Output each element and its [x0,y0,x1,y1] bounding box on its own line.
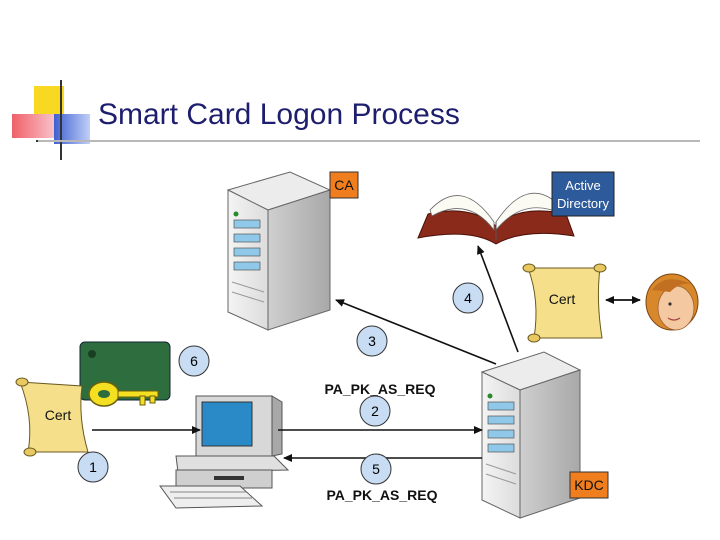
title-underline [38,140,700,142]
svg-text:KDC: KDC [574,477,604,493]
slide-title: Smart Card Logon Process [98,98,460,131]
title-deco-red-square [12,114,54,138]
svg-text:Directory: Directory [557,196,610,211]
svg-text:4: 4 [464,290,472,306]
svg-text:Cert: Cert [549,291,576,307]
client-computer-icon [159,395,290,509]
svg-text:Active: Active [565,178,600,193]
title-deco-yellow-square [34,86,64,116]
step-2-badge: 2 [359,395,391,427]
user-face-icon [645,273,699,331]
active-directory-label: Active Directory [551,171,615,217]
step-5-badge: 5 [360,453,392,485]
ca-server-icon [226,171,332,331]
step-1-badge: 1 [77,451,109,483]
cert-scroll-left-icon: Cert [15,377,89,457]
request-label-bottom: PA_PK_AS_REQ [326,487,437,503]
svg-text:2: 2 [371,403,379,419]
svg-text:3: 3 [368,333,376,349]
arrow-kdc-to-ca [335,299,497,365]
svg-text:CA: CA [334,177,354,193]
svg-text:1: 1 [89,459,97,475]
key-icon [88,381,159,407]
svg-text:Cert: Cert [45,407,72,423]
step-4-badge: 4 [452,282,484,314]
svg-text:5: 5 [372,461,380,477]
svg-text:6: 6 [190,353,198,369]
step-6-badge: 6 [178,345,210,377]
request-label-top: PA_PK_AS_REQ [324,381,435,397]
step-3-badge: 3 [356,325,388,357]
kdc-label: KDC [569,471,609,499]
title-deco-vertical-line [60,80,62,160]
active-directory-book-icon [417,192,575,245]
ca-label: CA [329,171,359,199]
cert-scroll-right-icon: Cert [522,263,607,343]
arrow-kdc-to-directory [477,245,519,353]
kdc-server-icon [480,351,582,519]
